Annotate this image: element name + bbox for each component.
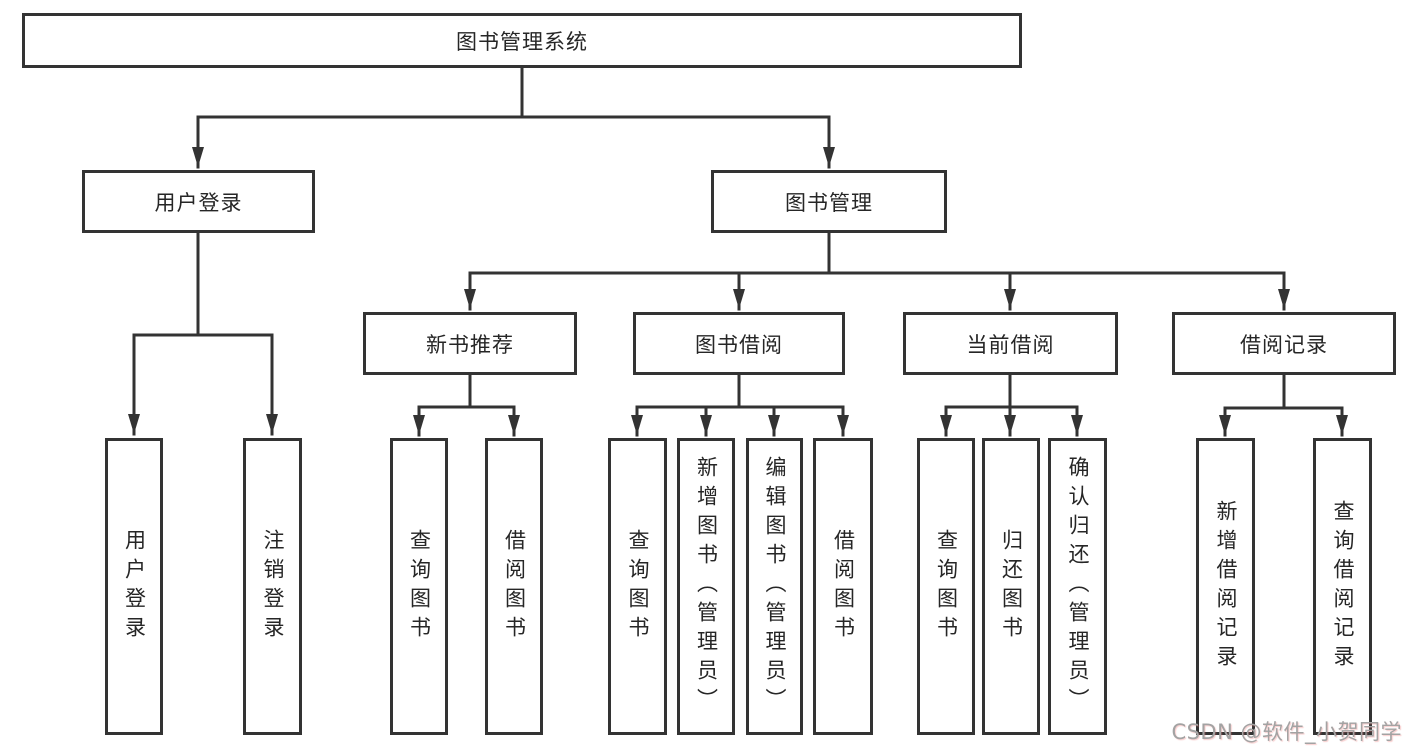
- connector-user-login-branch: [128, 231, 278, 436]
- leaf-query-books-borrowing: 查询图书: [608, 438, 667, 735]
- leaf-logout: 注销登录: [243, 438, 302, 735]
- leaf-label: 注销登录: [261, 528, 285, 645]
- leaf-query-books-recommend: 查询图书: [390, 438, 448, 735]
- leaf-edit-book-admin: 编辑图书（管理员）: [746, 438, 803, 735]
- node-book-management: 图书管理: [711, 170, 947, 233]
- leaf-label: 查询图书: [407, 528, 432, 645]
- leaf-label: 编辑图书（管理员）: [763, 456, 787, 717]
- leaf-confirm-return-admin: 确认归还（管理员）: [1048, 438, 1107, 735]
- node-user-login: 用户登录: [82, 170, 315, 233]
- leaf-query-borrow-record: 查询借阅记录: [1313, 438, 1372, 735]
- node-book-borrowing: 图书借阅: [633, 312, 845, 375]
- connector-current-borrow-branch: [940, 373, 1083, 437]
- leaf-label: 借阅图书: [502, 528, 527, 645]
- leaf-label: 查询图书: [626, 528, 650, 645]
- leaf-query-books-current: 查询图书: [917, 438, 975, 735]
- leaf-label: 新增图书（管理员）: [694, 456, 719, 717]
- node-new-book-recommend: 新书推荐: [363, 312, 577, 375]
- connector-new-book-branch: [413, 373, 520, 437]
- leaf-label: 用户登录: [122, 528, 147, 645]
- leaf-label: 查询借阅记录: [1331, 499, 1355, 674]
- connector-book-mgmt-to-level3: [464, 231, 1290, 311]
- leaf-label: 确认归还（管理员）: [1066, 456, 1090, 717]
- leaf-borrow-books-borrowing: 借阅图书: [813, 438, 873, 735]
- leaf-user-login: 用户登录: [105, 438, 163, 735]
- leaf-borrow-books-recommend: 借阅图书: [485, 438, 543, 735]
- leaf-add-borrow-record: 新增借阅记录: [1196, 438, 1255, 735]
- connector-borrow-record-branch: [1219, 373, 1348, 437]
- leaf-add-book-admin: 新增图书（管理员）: [677, 438, 735, 735]
- node-library-system-root: 图书管理系统: [22, 13, 1022, 68]
- leaf-return-book: 归还图书: [982, 438, 1040, 735]
- leaf-label: 查询图书: [934, 528, 959, 645]
- node-current-borrowing: 当前借阅: [903, 312, 1118, 375]
- leaf-label: 归还图书: [999, 528, 1024, 645]
- node-borrowing-records: 借阅记录: [1172, 312, 1396, 375]
- connector-root-to-level2: [192, 66, 835, 169]
- csdn-watermark: CSDN @软件_小贺同学: [1171, 720, 1402, 744]
- leaf-label: 借阅图书: [831, 528, 856, 645]
- connector-book-borrow-branch: [631, 373, 849, 437]
- leaf-label: 新增借阅记录: [1214, 499, 1238, 674]
